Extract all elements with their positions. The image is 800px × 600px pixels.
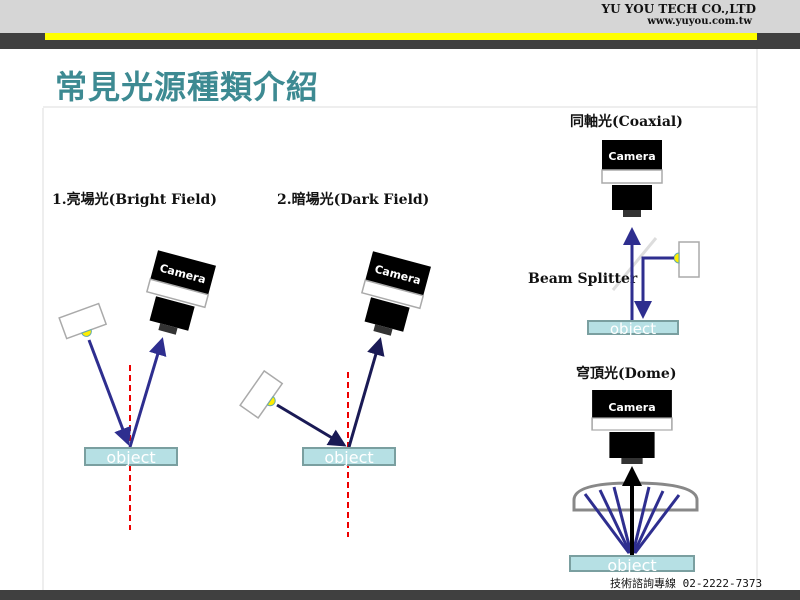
company-name: YU YOU TECH CO.,LTD (601, 2, 756, 16)
dome-rays (583, 486, 681, 554)
header-divider (0, 33, 45, 40)
bright-field-diagram: 1.亮場光(Bright Field) Camera object (52, 191, 217, 530)
incident-ray (87, 339, 132, 446)
camera-icon: Camera (360, 251, 431, 336)
object-label: object (607, 556, 656, 575)
beam-splitter-label: Beam Splitter (528, 271, 638, 287)
svg-text:Camera: Camera (608, 150, 655, 163)
camera-icon: Camera (145, 250, 216, 335)
object-label: object (106, 448, 155, 467)
beam-splitter (611, 237, 658, 291)
camera-label: Camera (608, 401, 655, 414)
object-box (84, 447, 178, 466)
coaxial-label: 同軸光(Coaxial) (570, 113, 683, 130)
footer-band (0, 590, 800, 600)
light-source-icon (58, 302, 108, 340)
camera-icon: Camera (601, 140, 663, 217)
camera-icon (591, 390, 673, 464)
accent-stripe (45, 33, 757, 40)
object-label: object (324, 448, 373, 467)
light-source-icon (678, 241, 700, 278)
header-band (0, 0, 800, 34)
dark-field-label: 2.暗場光(Dark Field) (277, 191, 429, 208)
header-divider (757, 33, 800, 40)
coaxial-diagram: 同軸光(Coaxial) Camera Beam Splitter object (528, 113, 700, 338)
slide-title: 常見光源種類介紹 (55, 68, 320, 106)
dark-field-diagram: 2.暗場光(Dark Field) Camera object (239, 191, 431, 537)
incident-ray (634, 256, 674, 319)
object-label: object (610, 320, 656, 338)
lamp-icon (673, 252, 680, 264)
dome-label: 穹頂光(Dome) (576, 365, 676, 382)
object-box (587, 320, 679, 335)
bright-field-label: 1.亮場光(Bright Field) (52, 191, 217, 208)
reflected-ray (128, 337, 167, 448)
company-website: www.yuyou.com.tw (647, 16, 752, 27)
incident-ray (276, 403, 347, 447)
dome-diagram: 穹頂光(Dome) Camera object (569, 365, 699, 575)
header-divider (0, 40, 800, 49)
object-box (302, 447, 396, 466)
light-source-icon (239, 369, 284, 419)
hotline-text: 技術諮詢專線 02-2222-7373 (610, 576, 762, 590)
reflected-ray (347, 337, 385, 448)
object-box (569, 555, 695, 572)
